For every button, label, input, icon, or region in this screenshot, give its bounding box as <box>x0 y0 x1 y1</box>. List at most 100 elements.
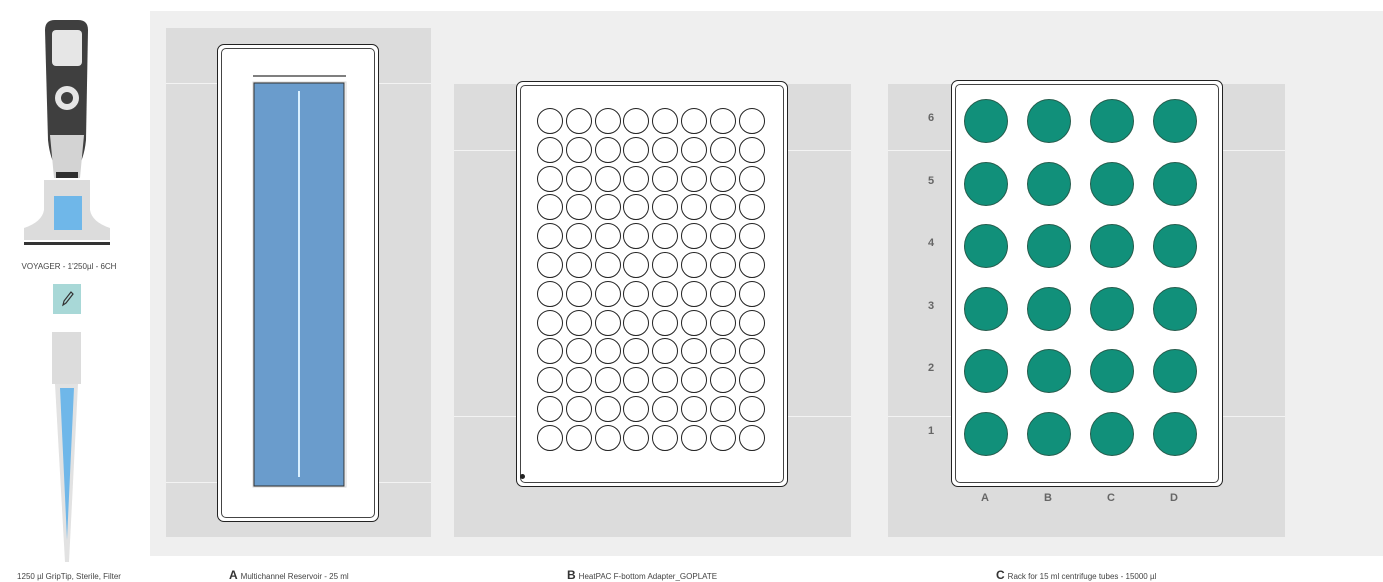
plate-well[interactable] <box>537 396 563 422</box>
plate-well[interactable] <box>566 425 592 451</box>
plate-well[interactable] <box>739 252 765 278</box>
rack-tube[interactable] <box>964 224 1008 268</box>
plate-well[interactable] <box>595 281 621 307</box>
plate-well[interactable] <box>681 137 707 163</box>
reservoir-labware[interactable] <box>217 44 379 522</box>
plate-well[interactable] <box>739 223 765 249</box>
plate-well[interactable] <box>566 252 592 278</box>
plate-well[interactable] <box>595 252 621 278</box>
plate-well[interactable] <box>652 252 678 278</box>
plate-well[interactable] <box>566 108 592 134</box>
plate-well[interactable] <box>566 166 592 192</box>
plate-well[interactable] <box>537 310 563 336</box>
plate-well[interactable] <box>739 194 765 220</box>
edit-pipette-button[interactable] <box>53 284 81 314</box>
plate-well[interactable] <box>739 367 765 393</box>
well-plate-labware[interactable] <box>516 81 788 487</box>
plate-well[interactable] <box>566 194 592 220</box>
plate-well[interactable] <box>537 223 563 249</box>
plate-well[interactable] <box>537 166 563 192</box>
plate-well[interactable] <box>566 310 592 336</box>
plate-well[interactable] <box>652 108 678 134</box>
plate-well[interactable] <box>710 166 736 192</box>
rack-tube[interactable] <box>1090 224 1134 268</box>
plate-well[interactable] <box>652 310 678 336</box>
plate-well[interactable] <box>710 310 736 336</box>
plate-well[interactable] <box>710 194 736 220</box>
plate-well[interactable] <box>595 223 621 249</box>
plate-well[interactable] <box>652 166 678 192</box>
rack-tube[interactable] <box>1090 162 1134 206</box>
rack-tube[interactable] <box>1027 349 1071 393</box>
plate-well[interactable] <box>537 425 563 451</box>
plate-well[interactable] <box>739 338 765 364</box>
plate-well[interactable] <box>681 425 707 451</box>
plate-well[interactable] <box>595 166 621 192</box>
tube-rack-labware[interactable] <box>951 80 1223 487</box>
plate-well[interactable] <box>681 310 707 336</box>
plate-well[interactable] <box>681 367 707 393</box>
plate-well[interactable] <box>710 137 736 163</box>
rack-tube[interactable] <box>964 349 1008 393</box>
plate-well[interactable] <box>710 425 736 451</box>
plate-well[interactable] <box>681 108 707 134</box>
plate-well[interactable] <box>681 166 707 192</box>
plate-well[interactable] <box>595 108 621 134</box>
rack-tube[interactable] <box>964 412 1008 456</box>
plate-well[interactable] <box>710 367 736 393</box>
plate-well[interactable] <box>537 367 563 393</box>
plate-well[interactable] <box>710 108 736 134</box>
plate-well[interactable] <box>595 137 621 163</box>
plate-well[interactable] <box>566 223 592 249</box>
plate-well[interactable] <box>710 281 736 307</box>
plate-well[interactable] <box>652 137 678 163</box>
rack-tube[interactable] <box>1090 99 1134 143</box>
plate-well[interactable] <box>537 252 563 278</box>
pipette-icon[interactable] <box>0 0 138 260</box>
plate-well[interactable] <box>595 194 621 220</box>
plate-well[interactable] <box>652 281 678 307</box>
plate-well[interactable] <box>710 223 736 249</box>
plate-well[interactable] <box>652 425 678 451</box>
rack-tube[interactable] <box>1027 224 1071 268</box>
rack-tube[interactable] <box>1027 99 1071 143</box>
plate-well[interactable] <box>595 338 621 364</box>
plate-well[interactable] <box>537 137 563 163</box>
rack-tube[interactable] <box>964 99 1008 143</box>
plate-well[interactable] <box>623 281 649 307</box>
rack-tube[interactable] <box>1090 349 1134 393</box>
plate-well[interactable] <box>566 137 592 163</box>
plate-well[interactable] <box>739 425 765 451</box>
rack-tube[interactable] <box>1153 99 1197 143</box>
plate-well[interactable] <box>595 396 621 422</box>
rack-tube[interactable] <box>1153 162 1197 206</box>
rack-tube[interactable] <box>964 287 1008 331</box>
plate-well[interactable] <box>566 281 592 307</box>
plate-well[interactable] <box>710 396 736 422</box>
rack-tube[interactable] <box>1090 412 1134 456</box>
plate-well[interactable] <box>739 310 765 336</box>
plate-well[interactable] <box>710 338 736 364</box>
rack-tube[interactable] <box>1027 412 1071 456</box>
plate-well[interactable] <box>739 281 765 307</box>
plate-well[interactable] <box>595 425 621 451</box>
plate-well[interactable] <box>681 281 707 307</box>
plate-well[interactable] <box>739 108 765 134</box>
plate-well[interactable] <box>681 252 707 278</box>
plate-well[interactable] <box>537 108 563 134</box>
rack-tube[interactable] <box>1153 287 1197 331</box>
plate-well[interactable] <box>566 367 592 393</box>
plate-well[interactable] <box>595 367 621 393</box>
plate-well[interactable] <box>566 338 592 364</box>
plate-well[interactable] <box>623 166 649 192</box>
plate-well[interactable] <box>739 137 765 163</box>
rack-tube[interactable] <box>1153 349 1197 393</box>
plate-well[interactable] <box>681 396 707 422</box>
rack-tube[interactable] <box>1153 224 1197 268</box>
plate-well[interactable] <box>566 396 592 422</box>
plate-well[interactable] <box>710 252 736 278</box>
plate-well[interactable] <box>623 425 649 451</box>
rack-tube[interactable] <box>964 162 1008 206</box>
plate-well[interactable] <box>595 310 621 336</box>
rack-tube[interactable] <box>1027 162 1071 206</box>
